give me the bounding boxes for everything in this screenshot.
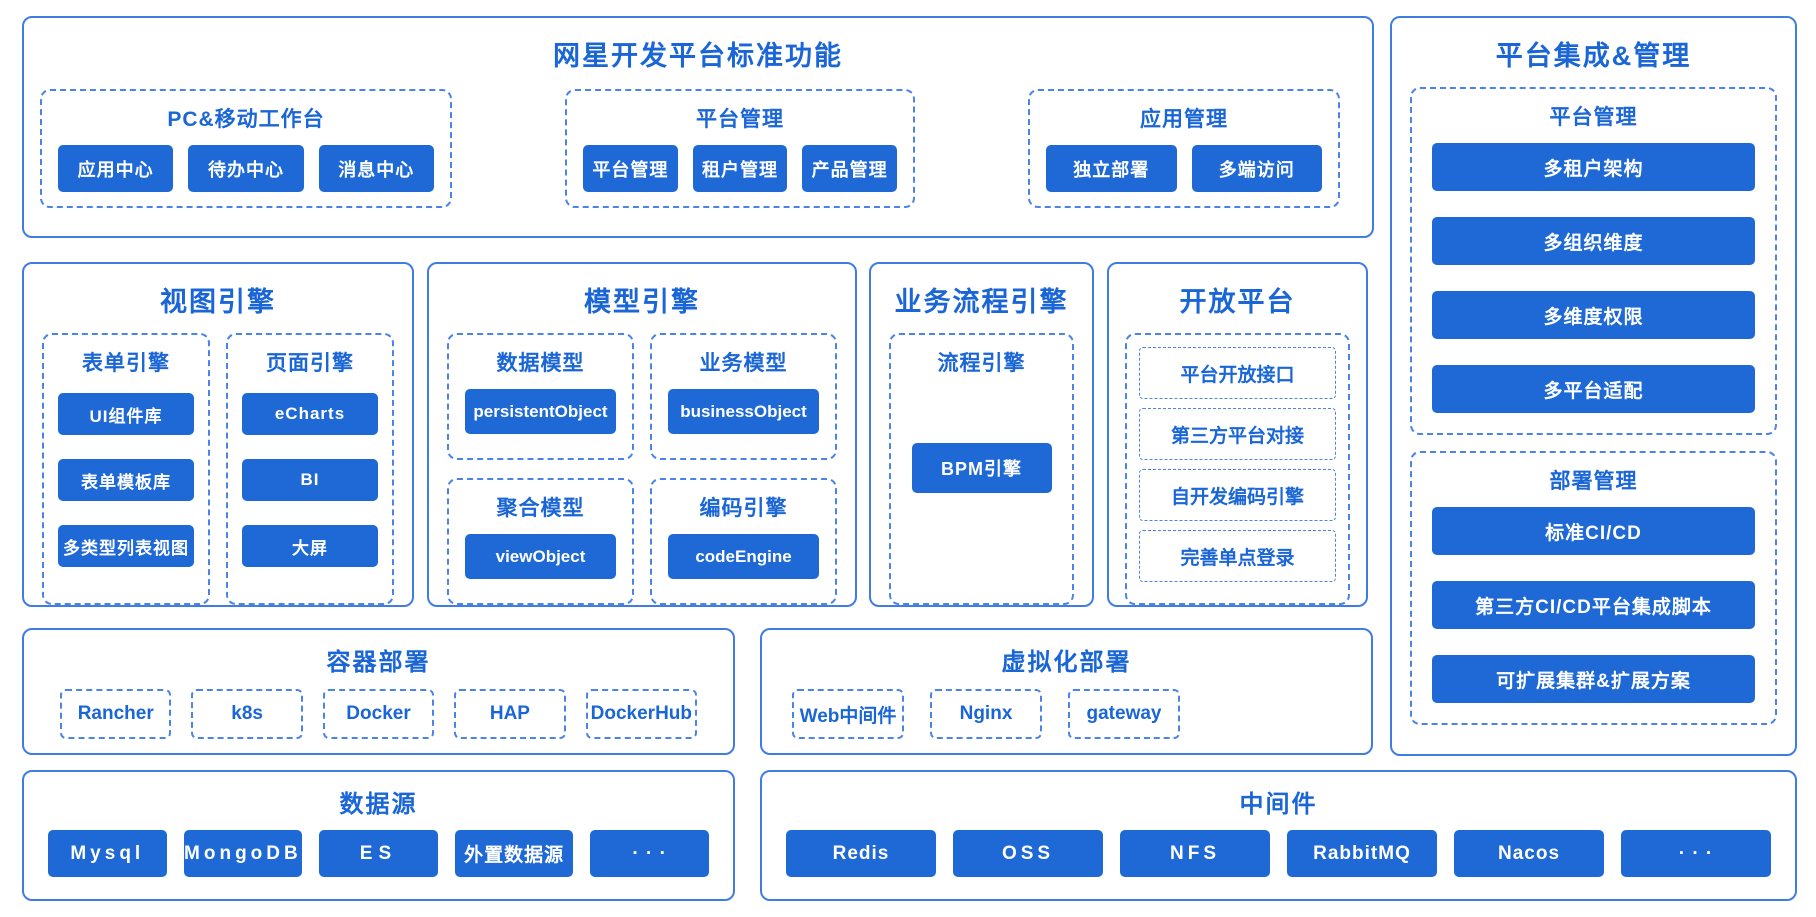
group-title: 流程引擎 <box>937 352 1026 375</box>
chip-nginx: Nginx <box>930 689 1042 739</box>
form-engine-group: 表单引擎 UI组件库 表单模板库 多类型列表视图 <box>42 333 210 605</box>
open-platform-group: 平台开放接口 第三方平台对接 自开发编码引擎 完善单点登录 <box>1125 333 1350 605</box>
process-engine-title: 业务流程引擎 <box>894 287 1069 317</box>
integration-deploy-management-group: 部署管理 标准CI/CD 第三方CI/CD平台集成脚本 可扩展集群&扩展方案 <box>1410 451 1777 725</box>
block-datasource-more: · · · <box>590 830 709 877</box>
group-app-management: 应用管理 独立部署 多端访问 <box>1028 89 1340 208</box>
open-platform-title: 开放平台 <box>1179 287 1296 317</box>
standard-functions-groups: PC&移动工作台 应用中心 待办中心 消息中心 平台管理 平台管理 租户管理 产… <box>40 89 1340 208</box>
chip-platform-open-api: 平台开放接口 <box>1139 347 1336 399</box>
group-title: 部署管理 <box>1549 470 1638 493</box>
block-bpm-engine: BPM引擎 <box>911 443 1052 493</box>
block-persistent-object: persistentObject <box>465 389 616 434</box>
block-redis: Redis <box>786 830 936 877</box>
group-title: 编码引擎 <box>699 497 788 520</box>
block-rabbitmq: RabbitMQ <box>1287 830 1437 877</box>
block-product-management: 产品管理 <box>802 145 898 192</box>
virtual-deploy-title: 虚拟化部署 <box>1001 649 1132 676</box>
data-model-group: 数据模型 persistentObject <box>447 333 634 460</box>
block-form-template-lib: 表单模板库 <box>58 459 194 501</box>
block-echarts: eCharts <box>242 393 378 435</box>
code-engine-group: 编码引擎 codeEngine <box>650 478 837 605</box>
integration-title: 平台集成&管理 <box>1495 41 1692 71</box>
open-platform-panel: 开放平台 平台开放接口 第三方平台对接 自开发编码引擎 完善单点登录 <box>1107 262 1368 607</box>
block-nfs: NFS <box>1120 830 1270 877</box>
block-big-screen: 大屏 <box>242 525 378 567</box>
group-title: 表单引擎 <box>82 352 170 375</box>
aggregate-model-group: 聚合模型 viewObject <box>447 478 634 605</box>
group-title: PC&移动工作台 <box>167 108 325 131</box>
chip-self-dev-code-engine: 自开发编码引擎 <box>1139 469 1336 521</box>
block-code-engine: codeEngine <box>668 534 819 579</box>
block-es: ES <box>319 830 438 877</box>
group-title: 平台管理 <box>696 108 784 131</box>
virtual-deploy-panel: 虚拟化部署 Web中间件 Nginx gateway <box>760 628 1373 755</box>
container-deploy-title: 容器部署 <box>326 649 431 676</box>
integration-management-panel: 平台集成&管理 平台管理 多租户架构 多组织维度 多维度权限 多平台适配 部署管… <box>1390 16 1797 756</box>
chip-third-party-integration: 第三方平台对接 <box>1139 408 1336 460</box>
group-title: 应用管理 <box>1140 108 1228 131</box>
block-multi-dimension-permission: 多维度权限 <box>1432 291 1755 339</box>
view-engine-panel: 视图引擎 表单引擎 UI组件库 表单模板库 多类型列表视图 页面引擎 eChar… <box>22 262 414 607</box>
block-platform-management: 平台管理 <box>583 145 678 192</box>
block-multi-platform-adaptation: 多平台适配 <box>1432 365 1755 413</box>
chip-dockerhub: DockerHub <box>585 689 698 739</box>
block-scalable-cluster: 可扩展集群&扩展方案 <box>1432 655 1755 703</box>
block-third-party-cicd-script: 第三方CI/CD平台集成脚本 <box>1432 581 1755 629</box>
middleware-panel: 中间件 Redis OSS NFS RabbitMQ Nacos · · · <box>760 770 1797 901</box>
container-deploy-panel: 容器部署 Rancher k8s Docker HAP DockerHub <box>22 628 735 755</box>
block-nacos: Nacos <box>1454 830 1604 877</box>
block-multi-org-dimension: 多组织维度 <box>1432 217 1755 265</box>
block-multi-terminal-access: 多端访问 <box>1191 145 1322 192</box>
standard-functions-title: 网星开发平台标准功能 <box>553 41 843 71</box>
page-engine-group: 页面引擎 eCharts BI 大屏 <box>226 333 394 605</box>
block-ui-component-lib: UI组件库 <box>58 393 194 435</box>
group-title: 平台管理 <box>1549 106 1638 129</box>
block-middleware-more: · · · <box>1621 830 1771 877</box>
datasource-title: 数据源 <box>339 791 418 818</box>
block-app-center: 应用中心 <box>58 145 174 192</box>
block-tenant-management: 租户管理 <box>692 145 788 192</box>
chip-web-middleware: Web中间件 <box>792 689 904 739</box>
group-platform-management: 平台管理 平台管理 租户管理 产品管理 <box>565 89 915 208</box>
view-engine-title: 视图引擎 <box>160 287 276 317</box>
block-multi-tenant-arch: 多租户架构 <box>1432 143 1755 191</box>
block-mongodb: MongoDB <box>183 830 303 877</box>
block-business-object: businessObject <box>668 389 819 434</box>
process-engine-panel: 业务流程引擎 流程引擎 BPM引擎 <box>869 262 1094 607</box>
model-engine-panel: 模型引擎 数据模型 persistentObject 业务模型 business… <box>427 262 857 607</box>
chip-sso: 完善单点登录 <box>1139 530 1336 582</box>
block-message-center: 消息中心 <box>318 145 434 192</box>
datasource-panel: 数据源 Mysql MongoDB ES 外置数据源 · · · <box>22 770 735 901</box>
group-pc-mobile-workbench: PC&移动工作台 应用中心 待办中心 消息中心 <box>40 89 452 208</box>
block-external-datasource: 外置数据源 <box>454 830 574 877</box>
block-bi: BI <box>242 459 378 501</box>
block-oss: OSS <box>953 830 1103 877</box>
integration-platform-management-group: 平台管理 多租户架构 多组织维度 多维度权限 多平台适配 <box>1410 87 1777 435</box>
model-engine-title: 模型引擎 <box>584 287 700 317</box>
business-model-group: 业务模型 businessObject <box>650 333 837 460</box>
chip-rancher: Rancher <box>60 689 172 739</box>
middleware-title: 中间件 <box>1239 791 1318 818</box>
group-title: 数据模型 <box>496 352 585 375</box>
group-title: 业务模型 <box>699 352 788 375</box>
block-standalone-deploy: 独立部署 <box>1046 145 1177 192</box>
chip-k8s: k8s <box>191 689 303 739</box>
block-standard-cicd: 标准CI/CD <box>1432 507 1755 555</box>
block-view-object: viewObject <box>465 534 616 579</box>
standard-functions-panel: 网星开发平台标准功能 PC&移动工作台 应用中心 待办中心 消息中心 平台管理 … <box>22 16 1374 238</box>
group-title: 页面引擎 <box>266 352 354 375</box>
block-todo-center: 待办中心 <box>188 145 304 192</box>
chip-gateway: gateway <box>1068 689 1180 739</box>
chip-docker: Docker <box>322 689 435 739</box>
block-mysql: Mysql <box>48 830 167 877</box>
flow-engine-group: 流程引擎 BPM引擎 <box>889 333 1074 605</box>
block-multi-type-list-view: 多类型列表视图 <box>58 525 194 567</box>
group-title: 聚合模型 <box>496 497 585 520</box>
chip-hap: HAP <box>454 689 566 739</box>
